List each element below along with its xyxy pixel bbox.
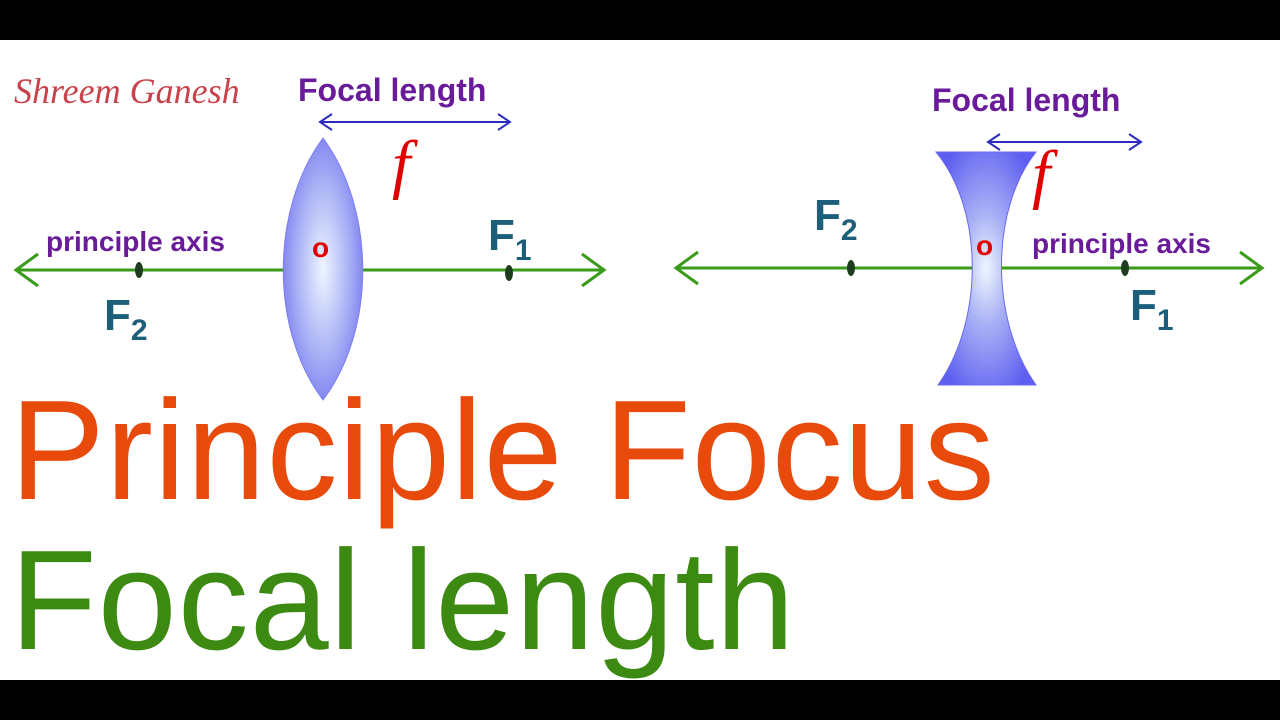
convex-focal-length-label: Focal length xyxy=(298,72,487,108)
convex-f-symbol: f xyxy=(392,128,411,201)
concave-f1-point xyxy=(1121,260,1129,276)
convex-axis-label: principle axis xyxy=(46,226,225,257)
convex-f2-point xyxy=(135,262,143,278)
title-principle-focus: Principle Focus xyxy=(10,371,996,530)
concave-f1-label: F1 xyxy=(1130,281,1174,337)
convex-axis-arrow-right xyxy=(581,252,607,288)
concave-axis-label: principle axis xyxy=(1032,228,1211,259)
convex-axis-arrow-left xyxy=(13,252,39,288)
diagram-canvas: Shreem Ganesh Focal length f principle a… xyxy=(0,40,1280,680)
concave-focal-arrowhead-left xyxy=(986,133,1001,151)
convex-f2-label: F2 xyxy=(104,291,148,347)
convex-focal-arrowhead-right xyxy=(497,113,512,131)
convex-optical-center: o xyxy=(312,232,330,263)
concave-focal-length-label: Focal length xyxy=(932,82,1121,118)
convex-f1-point xyxy=(505,265,513,281)
convex-f1-label: F1 xyxy=(488,211,532,267)
concave-f-symbol: f xyxy=(1032,138,1051,211)
concave-optical-center: o xyxy=(976,230,994,261)
convex-lens xyxy=(282,137,364,401)
concave-focal-arrowhead-right xyxy=(1128,133,1143,151)
lens-diagram xyxy=(13,113,1265,401)
brand-logo-text: Shreem Ganesh xyxy=(14,71,240,111)
convex-focal-arrowhead-left xyxy=(318,113,333,131)
title-focal-length: Focal length xyxy=(10,521,796,680)
concave-axis-arrow-right xyxy=(1239,250,1265,286)
concave-lens xyxy=(934,151,1038,386)
concave-f2-point xyxy=(847,260,855,276)
concave-f2-label: F2 xyxy=(814,191,858,247)
concave-axis-arrow-left xyxy=(673,250,699,286)
